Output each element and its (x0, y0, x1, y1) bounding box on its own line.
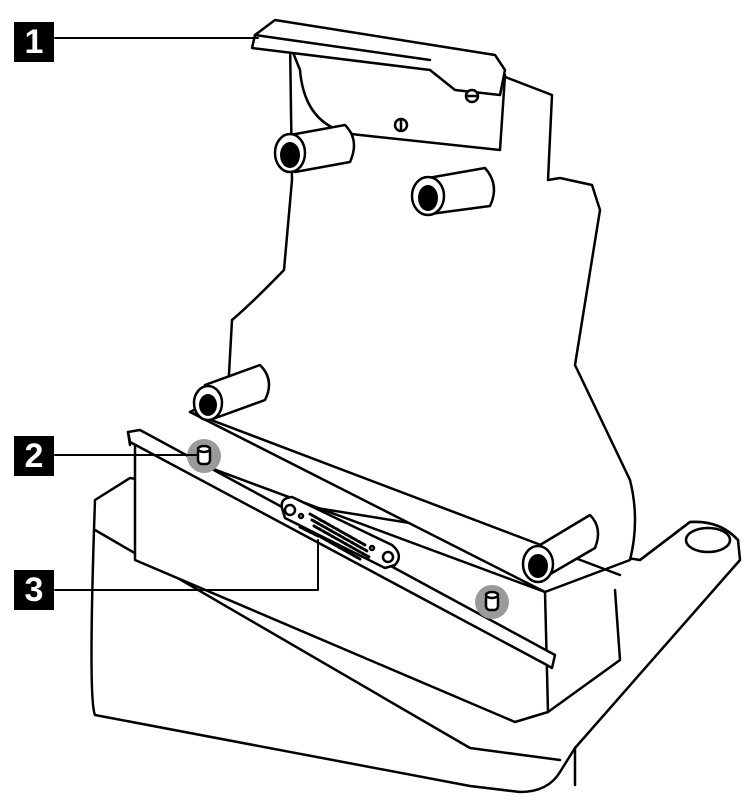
tablet-latch (250, 18, 507, 152)
callout-badge-3: 3 (14, 570, 54, 610)
cradle-body (133, 438, 622, 724)
bumper-top-right (410, 166, 496, 217)
leader-lines (54, 37, 319, 591)
alignment-pin-right (475, 585, 509, 619)
callout-badge-2: 2 (14, 436, 54, 476)
bumper-lower-right (521, 513, 600, 584)
bumper-top-left (273, 123, 356, 174)
docking-connector (280, 495, 401, 570)
callout-number-1: 1 (24, 23, 44, 61)
bumper-lower-left (192, 363, 271, 422)
back-plate (188, 38, 637, 594)
alignment-pin (187, 439, 221, 473)
callout-number-3: 3 (24, 571, 44, 609)
base-slot (684, 526, 732, 554)
callout-badge-1: 1 (14, 22, 54, 62)
callout-number-2: 2 (24, 437, 44, 475)
leader-line-3 (54, 539, 319, 591)
